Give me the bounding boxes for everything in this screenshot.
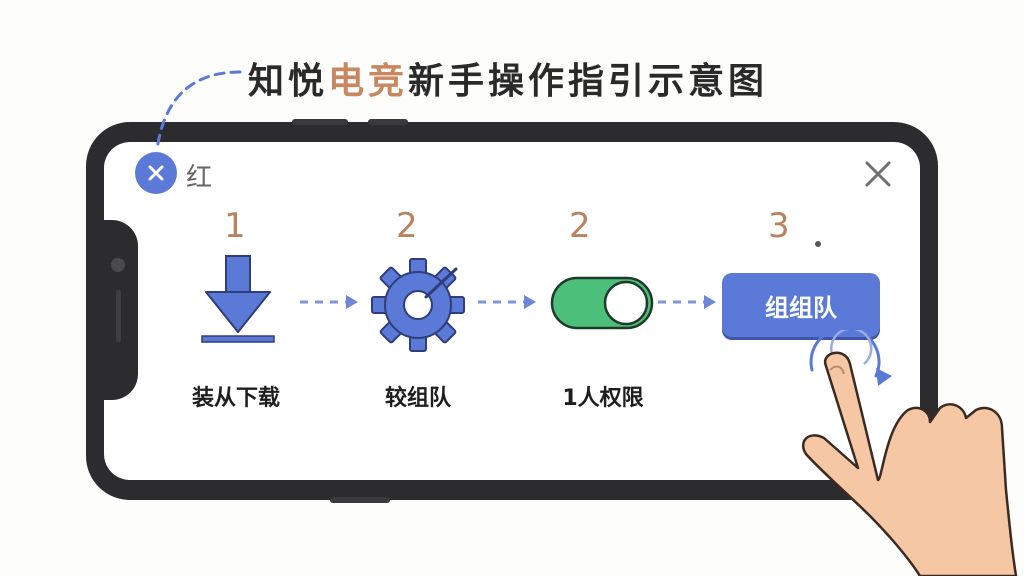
step-arrow-3-head [704, 295, 716, 309]
step-label-2: 较组队 [384, 386, 452, 411]
phone-side-button-left [292, 119, 348, 125]
download-icon [201, 255, 275, 343]
step-label-1: 装从下载 [191, 386, 281, 411]
title-accent: 电竞 [328, 61, 409, 102]
title-part-2: 新手操作指引示意图 [408, 61, 769, 102]
step-arrow-1-head [346, 295, 358, 309]
page-title: 知悦电竞新手操作指引示意图 [248, 52, 768, 104]
camera-lens [111, 258, 125, 272]
title-part-1: 知悦 [248, 61, 329, 102]
close-icon [148, 165, 164, 181]
phone-side-button-right [368, 119, 408, 125]
step-number-3: 2 [569, 206, 591, 246]
phone-notch [86, 220, 138, 400]
toggle-switch-icon[interactable] [550, 276, 656, 332]
gear-icon [371, 258, 465, 352]
tap-hand-icon [801, 330, 1018, 576]
step-number-1: 1 [224, 206, 246, 246]
dismiss-button[interactable] [860, 156, 896, 192]
create-team-button[interactable]: 组组队 [722, 273, 880, 337]
step-number-2: 2 [396, 206, 418, 246]
step-number-4-dot [815, 241, 821, 247]
step-arrow-2-head [524, 295, 536, 309]
step-label-3: 1人权限 [562, 386, 644, 411]
phone-bottom-button [330, 497, 390, 503]
close-label: 红 [186, 163, 213, 193]
speaker-slot [116, 290, 121, 342]
close-circle-button[interactable] [135, 152, 177, 194]
step-number-4: 3 [768, 206, 790, 246]
close-x-icon [865, 161, 891, 187]
title-guide-line [155, 70, 242, 152]
